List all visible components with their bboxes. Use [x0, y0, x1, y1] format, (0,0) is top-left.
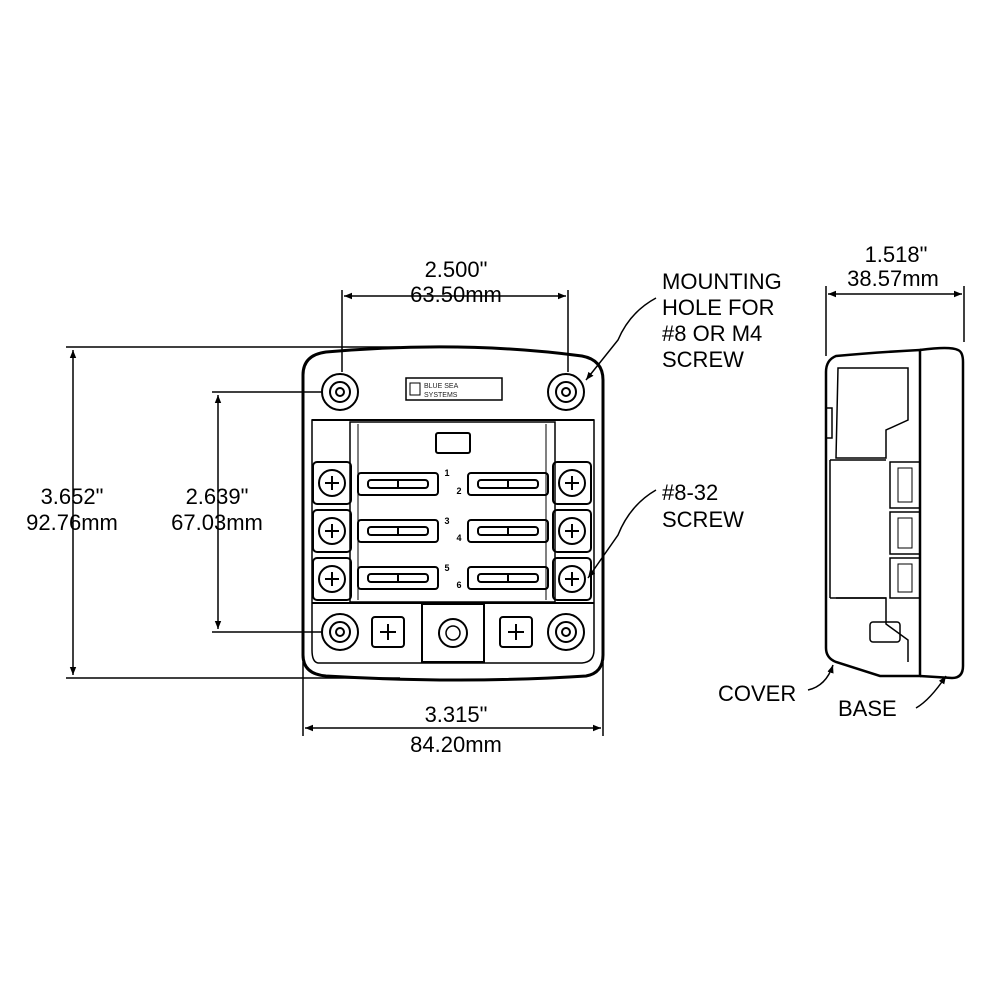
hole-spacing-in: 2.639"	[186, 484, 249, 509]
fuse-number-1: 1	[444, 468, 449, 478]
fuse-number-5: 5	[444, 563, 449, 573]
positive-terminal-left	[371, 616, 405, 648]
inner-frame	[311, 419, 595, 664]
fuse-number-4: 4	[456, 533, 461, 543]
fuse-numbers: 1 2 3 4 5 6	[444, 468, 461, 590]
depth-mm: 38.57mm	[847, 266, 939, 291]
callouts: MOUNTING HOLE FOR #8 OR M4 SCREW #8-32 S…	[662, 269, 897, 721]
center-stud	[438, 618, 468, 648]
fuses	[357, 472, 549, 590]
side-view	[824, 346, 965, 680]
fuse-number-6: 6	[456, 580, 461, 590]
screw-terminals	[312, 461, 592, 601]
svg-text:SYSTEMS: SYSTEMS	[424, 392, 458, 399]
leader-lines	[585, 297, 947, 709]
positive-terminal-right	[499, 616, 533, 648]
mounting-hole-label-2: HOLE FOR	[662, 295, 774, 320]
brand-logo: BLUE SEA SYSTEMS	[405, 377, 503, 401]
dimension-labels: 2.500" 63.50mm 3.652" 92.76mm 2.639" 67.…	[26, 242, 939, 757]
overall-height-in: 3.652"	[41, 484, 104, 509]
indicator-window	[435, 432, 471, 454]
dimension-lines	[66, 286, 965, 736]
cover-label: COVER	[718, 681, 796, 706]
mounting-hole-label-4: SCREW	[662, 347, 744, 372]
overall-width-in: 3.315"	[425, 702, 488, 727]
depth-in: 1.518"	[865, 242, 928, 267]
mounting-hole-bottom-right	[547, 613, 585, 651]
top-width-mm: 63.50mm	[410, 282, 502, 307]
positive-terminals	[371, 616, 533, 648]
base-label: BASE	[838, 696, 897, 721]
hole-spacing-mm: 67.03mm	[171, 510, 263, 535]
screw-label-2: SCREW	[662, 507, 744, 532]
top-width-in: 2.500"	[425, 257, 488, 282]
fuse-number-3: 3	[444, 516, 449, 526]
mounting-hole-label-3: #8 OR M4	[662, 321, 762, 346]
screw-label-1: #8-32	[662, 480, 718, 505]
fuse-number-2: 2	[456, 486, 461, 496]
side-base	[919, 346, 965, 680]
mounting-hole-top-left	[321, 373, 359, 411]
overall-height-mm: 92.76mm	[26, 510, 118, 535]
mounting-hole-label-1: MOUNTING	[662, 269, 782, 294]
overall-width-mm: 84.20mm	[410, 732, 502, 757]
mounting-holes	[321, 373, 585, 651]
mounting-hole-top-right	[547, 373, 585, 411]
svg-text:BLUE SEA: BLUE SEA	[424, 383, 459, 390]
mounting-hole-bottom-left	[321, 613, 359, 651]
cover-outline	[301, 345, 605, 682]
side-cover	[824, 348, 922, 678]
